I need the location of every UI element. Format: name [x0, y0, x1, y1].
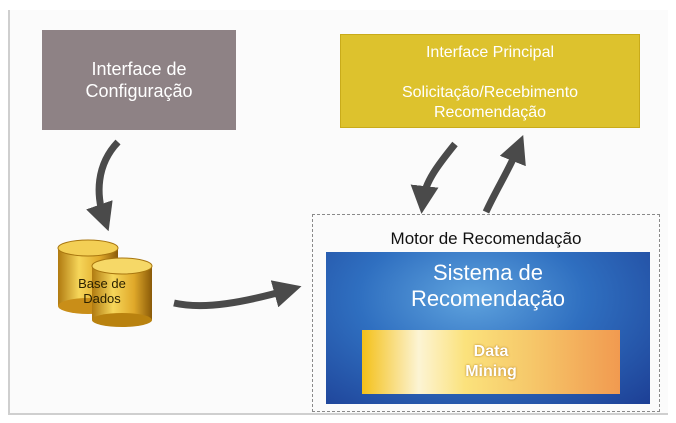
- recommendation-system-line-1: Sistema de: [432, 260, 544, 285]
- recommendation-engine-box: Motor de Recomendação: [312, 214, 660, 412]
- main-interface-line-1: Solicitação/Recebimento: [401, 84, 579, 101]
- database-line-2: Dados: [83, 291, 121, 306]
- arrow-config-to-database: [86, 139, 121, 232]
- arrow-main-to-motor: [410, 141, 458, 214]
- arrow-database-to-motor: [173, 280, 302, 310]
- main-interface-box: Interface Principal Solicitação/Recebime…: [340, 34, 640, 128]
- data-mining-box: Data Mining: [362, 330, 620, 394]
- data-mining-line-2: Mining: [465, 363, 517, 380]
- data-mining-line-1: Data: [473, 343, 509, 360]
- database-label: Base de Dados: [62, 276, 142, 306]
- main-interface-title: Interface Principal: [425, 44, 555, 61]
- database-line-1: Base de: [78, 276, 126, 291]
- arrow-motor-to-main: [482, 135, 526, 214]
- recommendation-system-line-2: Recomendação: [410, 286, 566, 311]
- database-icon: [57, 239, 153, 327]
- recommendation-system-label: Sistema de Recomendação: [326, 260, 650, 312]
- config-line-2: Configuração: [85, 81, 193, 101]
- configuration-interface-box: Interface de Configuração: [42, 30, 236, 130]
- recommendation-engine-label: Motor de Recomendação: [390, 229, 582, 248]
- config-line-1: Interface de: [91, 59, 187, 79]
- main-interface-line-2: Recomendação: [433, 104, 547, 121]
